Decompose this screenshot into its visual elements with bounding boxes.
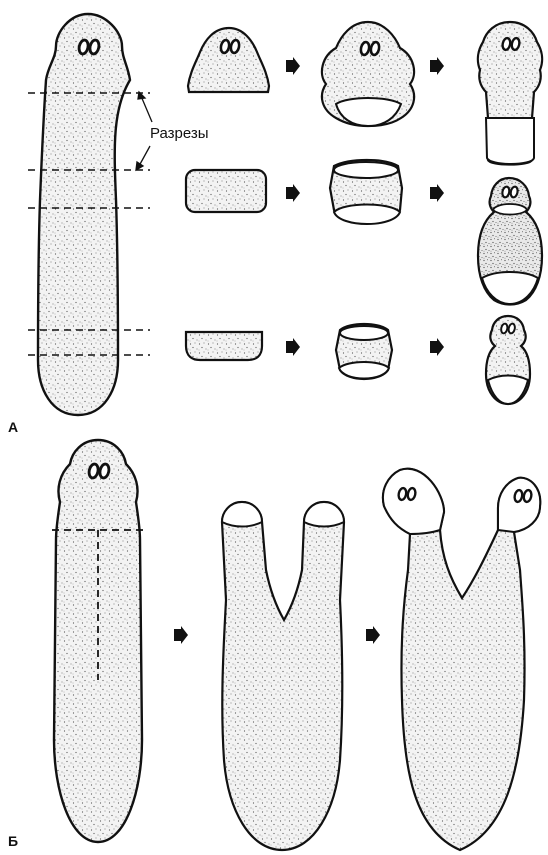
arrow-icon	[430, 184, 444, 202]
arrow-icon	[174, 626, 188, 644]
regenerated-tissue	[488, 376, 528, 405]
regenerated-head	[383, 469, 444, 534]
regenerated-tissue	[334, 205, 400, 225]
regenerated-tissue	[493, 204, 527, 215]
regenerated-tissue	[482, 272, 538, 304]
row3-fragment	[186, 332, 262, 360]
regenerated-tissue	[340, 326, 388, 340]
panel-a-letter: А	[8, 419, 18, 435]
regenerated-tissue	[304, 502, 344, 527]
regenerated-tissue	[222, 502, 262, 527]
regenerated-tissue	[339, 362, 389, 379]
split-regenerating-worm	[222, 502, 344, 850]
panel-a: Разрезы А	[8, 14, 542, 435]
panel-b: Б	[8, 440, 540, 850]
arrow-icon	[430, 57, 444, 75]
arrow-icon	[430, 338, 444, 356]
regenerated-head	[498, 478, 540, 532]
arrow-icon	[286, 184, 300, 202]
cuts-label: Разрезы	[150, 125, 209, 142]
regenerated-tissue	[486, 118, 534, 164]
arrow-icon	[366, 626, 380, 644]
row2-fragment	[186, 170, 266, 212]
row1-fragment	[188, 28, 269, 92]
regenerated-tissue	[334, 162, 398, 178]
arrow-icon	[286, 57, 300, 75]
panel-b-letter: Б	[8, 833, 18, 849]
arrow-icon	[286, 338, 300, 356]
